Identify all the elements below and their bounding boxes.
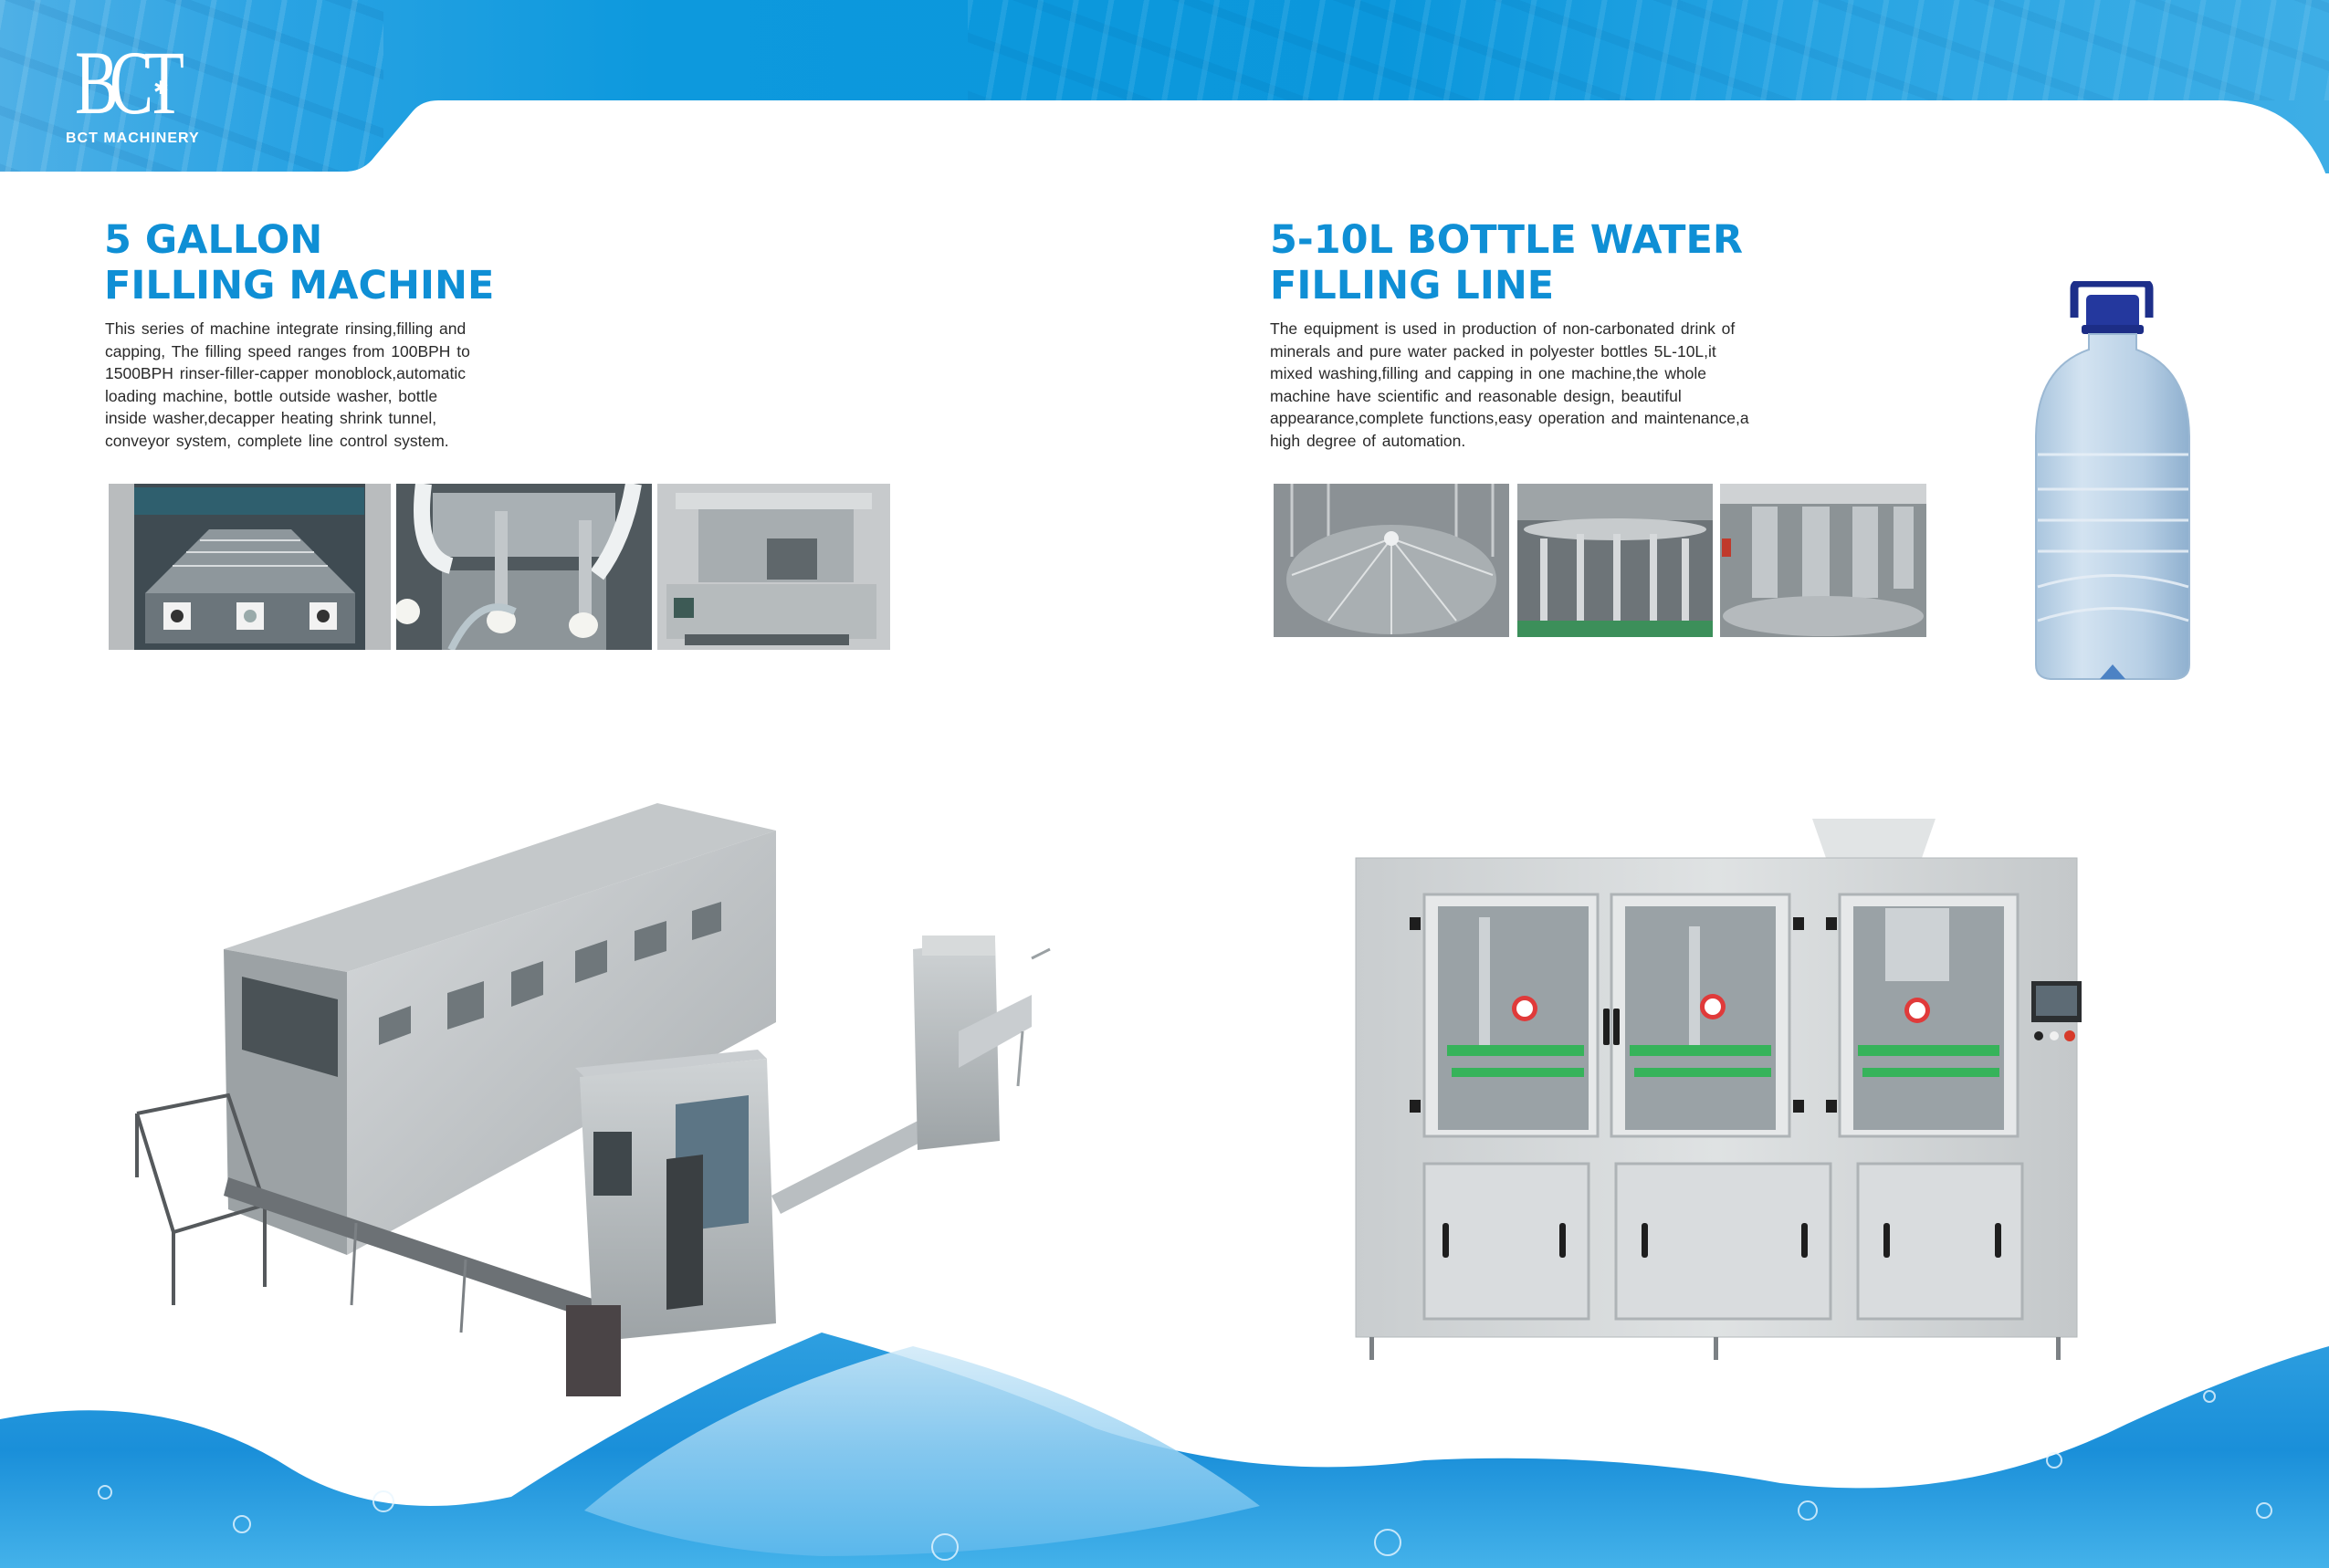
title-line: 5 GALLON (104, 217, 323, 263)
brand-name: BCT MACHINERY (66, 131, 200, 146)
section-description-5-10l: The equipment is used in production of n… (1270, 318, 1863, 452)
description-line: capping, The filling speed ranges from 1… (105, 341, 470, 361)
machine-graphic (1355, 819, 2082, 1360)
thumbnail-graphic (1720, 484, 1926, 636)
thumbnail-capping-heads (1720, 484, 1926, 637)
title-line: FILLING LINE (1270, 263, 1555, 308)
water-wave-graphic (0, 1333, 2329, 1568)
thumbnail-decapper (657, 484, 890, 650)
thumbnail-graphic (666, 493, 876, 645)
logo-monogram: BCT (75, 32, 184, 133)
header-texture-right (968, 0, 2329, 100)
section-description-5-gallon: This series of machine integrate rinsing… (105, 318, 580, 452)
product-image-5l-bottle (2029, 278, 2198, 683)
thumbnail-conveyor-washer (109, 484, 391, 650)
description-line: 1500BPH rinser-filler-capper monoblock,a… (105, 364, 467, 382)
title-line: 5-10L BOTTLE WATER (1270, 217, 1743, 263)
description-line: loading machine, bottle outside washer, … (105, 386, 438, 405)
bottle-icon (2035, 278, 2190, 680)
water-splash-footer (0, 1314, 2329, 1568)
description-line: This series of machine integrate rinsing… (105, 319, 467, 338)
title-line: FILLING MACHINE (104, 263, 495, 308)
description-line: machine have scientific and reasonable d… (1270, 386, 1682, 405)
machine-graphic (135, 803, 1051, 1396)
description-line: mixed washing,filling and capping in one… (1270, 364, 1707, 382)
brand-logo: BCT ✱ BCT MACHINERY (66, 32, 239, 151)
thumbnail-graphic (1517, 484, 1713, 637)
thumbnail-graphic (1286, 484, 1496, 634)
thumbnail-filling-nozzles (396, 484, 652, 650)
thumbnail-graphic (134, 487, 364, 643)
description-line: minerals and pure water packed in polyes… (1270, 341, 1716, 361)
description-line: high degree of automation. (1270, 431, 1466, 450)
section-title-5-10l: 5-10L BOTTLE WATER FILLING LINE (1270, 217, 1743, 308)
main-image-5-gallon-line (119, 794, 1077, 1406)
thumbnail-filling-valves (1517, 484, 1713, 637)
description-line: inside washer,decapper heating shrink tu… (105, 409, 437, 427)
description-line: appearance,complete functions,easy opera… (1270, 409, 1749, 427)
description-line: conveyor system, complete line control s… (105, 431, 449, 450)
thumbnail-graphic (396, 484, 642, 650)
thumbnail-rotary-rinser (1274, 484, 1509, 637)
main-image-filling-machine (1351, 817, 2082, 1364)
section-title-5-gallon: 5 GALLON FILLING MACHINE (104, 217, 494, 308)
description-line: The equipment is used in production of n… (1270, 319, 1736, 338)
header-texture-left (0, 0, 383, 173)
star-icon: ✱ (153, 78, 169, 99)
